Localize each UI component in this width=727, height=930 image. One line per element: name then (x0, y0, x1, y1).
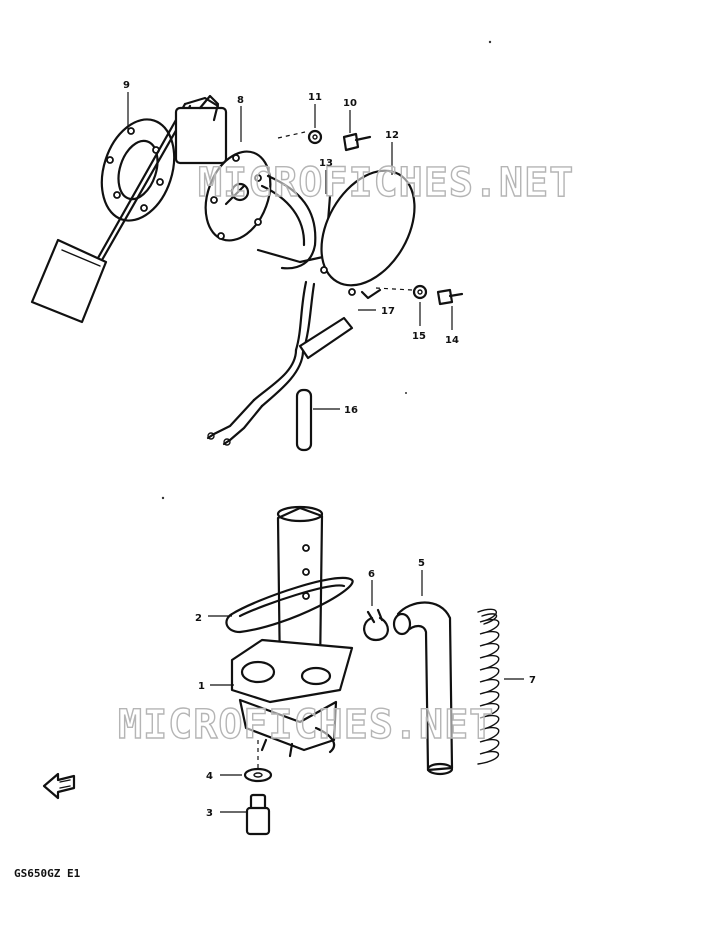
callout-labels: 9 8 11 10 12 13 17 15 14 16 2 1 4 3 5 6 … (123, 80, 536, 819)
callout-13: 13 (319, 158, 333, 169)
callout-11: 11 (308, 92, 322, 103)
part-15-washer (412, 284, 428, 300)
fuel-cock-group (42, 505, 500, 836)
part-1-fuel-cock-body (230, 638, 354, 758)
callout-1: 1 (198, 681, 205, 692)
part-12-sender-cover (320, 169, 416, 300)
callout-12: 12 (385, 130, 399, 141)
part-3-screw (245, 793, 271, 836)
sender-wires (206, 280, 316, 446)
part-9-sender-gasket (100, 118, 176, 222)
leader-lines (127, 92, 524, 813)
assembly-line-11 (277, 131, 306, 139)
part-2-o-ring (225, 576, 354, 634)
callout-17: 17 (381, 306, 395, 317)
part-4-washer (243, 767, 273, 783)
callout-10: 10 (343, 98, 357, 109)
callout-6: 6 (368, 569, 375, 580)
fuel-level-sender-group (30, 94, 464, 452)
diagram-code: GS650GZ E1 (14, 867, 81, 880)
part-14-screw (436, 288, 464, 306)
watermark-top: MICROFICHES.NET (198, 160, 574, 206)
part-5-fuel-hose (392, 601, 454, 776)
speck (405, 392, 407, 394)
part-8-fuel-level-gauge (174, 94, 272, 242)
speck (488, 40, 492, 44)
callout-15: 15 (412, 331, 426, 342)
part-7-hose-spring (477, 608, 500, 765)
callout-3: 3 (206, 808, 213, 819)
callout-9: 9 (123, 80, 130, 91)
callout-14: 14 (445, 335, 459, 346)
callout-5: 5 (418, 558, 425, 569)
part-10-screw (342, 132, 372, 152)
watermark-bottom: MICROFICHES.NET (118, 702, 494, 748)
callout-4: 4 (206, 771, 213, 782)
assembly-line-15 (375, 287, 413, 291)
front-arrow-icon (42, 772, 76, 800)
callout-2: 2 (195, 613, 202, 624)
callout-7: 7 (529, 675, 536, 686)
speck (161, 496, 165, 500)
part-6-hose-clip (363, 608, 389, 642)
part-17-grommet (298, 316, 354, 360)
callout-8: 8 (237, 95, 244, 106)
part-11-washer (307, 129, 323, 145)
part-16-protector-tube (295, 388, 313, 452)
callout-16: 16 (344, 405, 358, 416)
